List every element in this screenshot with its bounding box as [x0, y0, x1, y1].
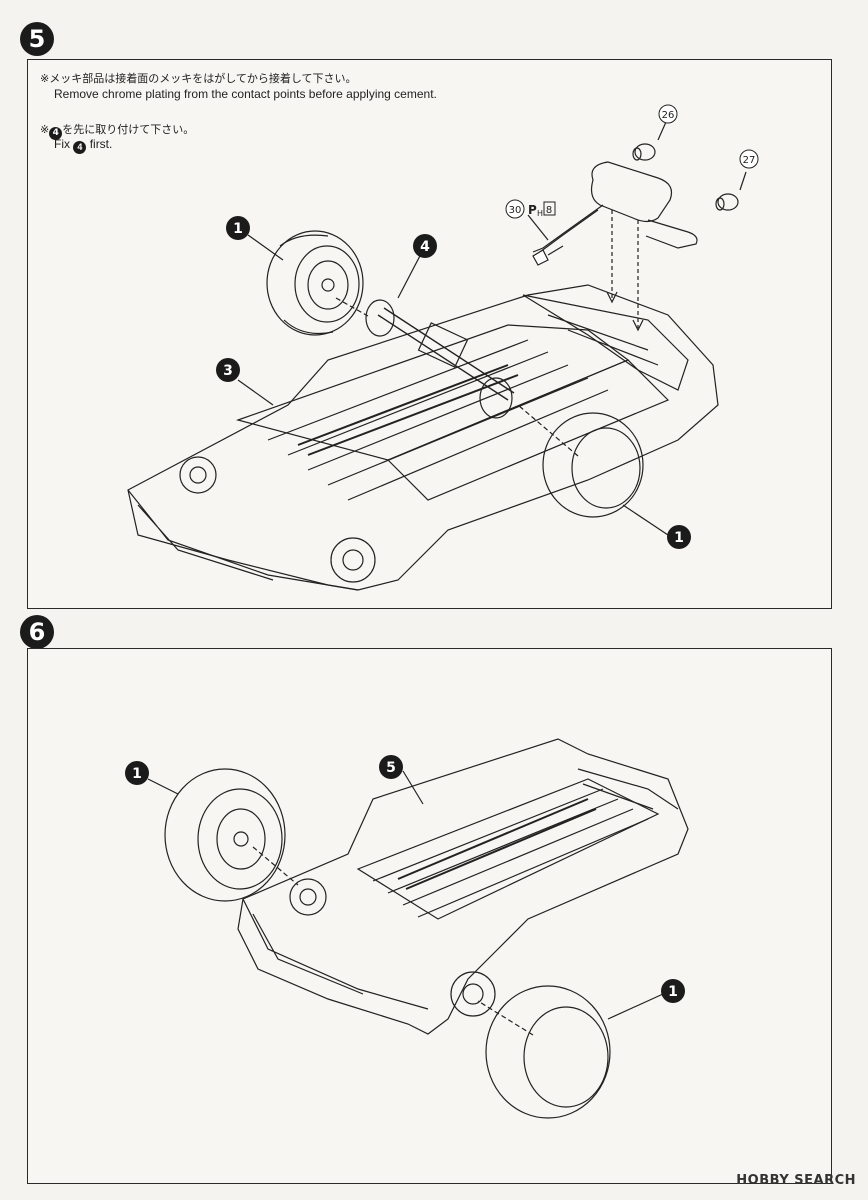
- step-5-badge: 5: [20, 22, 54, 56]
- step-5-diagram: 1 4 3 1 26 27 30 P H 8: [127, 104, 759, 591]
- wheel6-rear-tire: [164, 768, 286, 902]
- muffler: [590, 161, 673, 223]
- wheel-front-tire: [542, 412, 644, 518]
- callout6-wheel-front: 1: [661, 979, 685, 1003]
- step-6-number: 6: [28, 618, 46, 646]
- leader6-part5: [402, 770, 424, 805]
- callout6-wheel-rear-label: 1: [132, 766, 142, 782]
- callout6-wheel-front-label: 1: [668, 984, 678, 1000]
- callout6-part5-label: 5: [386, 760, 396, 776]
- note2-jp-prefix: ※: [40, 123, 50, 136]
- part-30-pipe: [532, 249, 549, 266]
- part-27-label: 27: [743, 155, 756, 166]
- muffler-inlet-pipe: [532, 204, 604, 253]
- rear-subframe: [522, 294, 689, 391]
- callout-wheel-front: 1: [667, 525, 691, 549]
- part-27: [717, 193, 739, 211]
- callout-part4-label: 4: [420, 239, 430, 255]
- front-hub-right: [330, 537, 376, 583]
- watermark: HOBBY SEARCH: [736, 1173, 856, 1188]
- leader-part30: [527, 214, 549, 241]
- wheel-rear-tire: [266, 230, 364, 336]
- callout6-wheel-rear: 1: [125, 761, 149, 785]
- arrow6-wheel-rear: [252, 846, 299, 886]
- callout-wheel-rear-label: 1: [233, 221, 243, 237]
- note2-en-prefix: Fix: [54, 137, 70, 151]
- arrow6-wheel-front: [477, 1000, 534, 1036]
- part-30-label: 30: [509, 205, 522, 216]
- part-26: [634, 143, 656, 161]
- part-30-tag-p: P: [528, 203, 537, 217]
- chassis6-exhaust: [397, 798, 597, 890]
- arrow-wheel-front: [517, 404, 579, 457]
- muffler-tailpipe: [645, 219, 698, 249]
- step-6-diagram: 1 5 1: [125, 738, 689, 1119]
- chassis-floor-right: [386, 359, 670, 501]
- chassis6-outline: [237, 738, 689, 1035]
- part-30-tag-h: H: [537, 209, 543, 218]
- chassis-exhaust: [297, 364, 519, 456]
- callout-wheel-rear: 1: [226, 216, 250, 240]
- note2-jp-badge: 4: [49, 126, 63, 140]
- step-5-panel: ※メッキ部品は接着面のメッキをはがしてから接着して下さい。 Remove chr…: [27, 59, 832, 609]
- front-hub-left: [179, 456, 217, 494]
- leader6-wheel-front: [607, 993, 664, 1020]
- part-30-tag-num: 8: [546, 205, 552, 216]
- rear-hub-inner: [479, 377, 513, 419]
- chassis-floor-left: [235, 324, 630, 461]
- callout-part3: 3: [216, 358, 240, 382]
- note2-en-badge: 4: [73, 140, 87, 154]
- part-number-26: 26: [658, 104, 678, 124]
- step-5-note1-en: Remove chrome plating from the contact p…: [54, 87, 437, 101]
- part-number-27: 27: [739, 149, 759, 169]
- leader-part3: [237, 379, 274, 406]
- step-5-number: 5: [28, 25, 46, 53]
- chassis6-floor: [356, 778, 660, 920]
- chassis-outline: [127, 284, 719, 591]
- arrow-wheel-rear: [335, 297, 369, 317]
- leader6-wheel-rear: [147, 778, 179, 795]
- step-5-note2-en: Fix 4 first.: [54, 137, 112, 154]
- hub6-right: [450, 971, 496, 1017]
- note2-en-suffix: first.: [89, 137, 113, 151]
- front-bumper: [127, 489, 359, 591]
- callout-wheel-front-label: 1: [674, 530, 684, 546]
- wheel6-front-tire: [485, 985, 611, 1119]
- callout-part4: 4: [413, 234, 437, 258]
- callout-part3-label: 3: [223, 363, 233, 379]
- leader-part4: [397, 249, 424, 299]
- step-5-note1-jp: ※メッキ部品は接着面のメッキをはがしてから接着して下さい。: [40, 72, 357, 85]
- part-number-30: 30 P H 8: [505, 199, 556, 219]
- leader-wheel-rear: [247, 234, 284, 261]
- step-6-badge: 6: [20, 615, 54, 649]
- note2-jp-suffix: を先に取り付けて下さい。: [62, 123, 195, 136]
- chassis6-front-bumper: [242, 898, 429, 1010]
- part-26-label: 26: [662, 110, 675, 121]
- callout6-part5: 5: [379, 755, 403, 779]
- leader-wheel-front: [622, 504, 669, 536]
- hub6-left: [289, 878, 327, 916]
- differential: [417, 322, 469, 368]
- step-6-panel: 1 5 1: [27, 648, 832, 1184]
- rear-hub: [365, 299, 395, 337]
